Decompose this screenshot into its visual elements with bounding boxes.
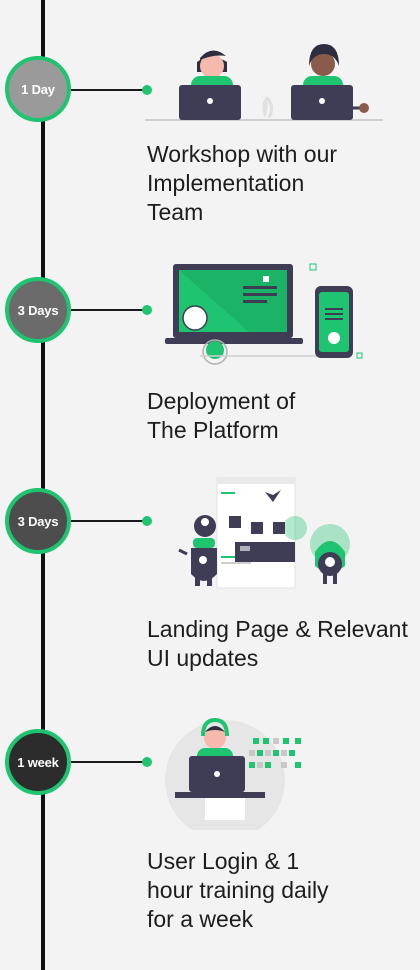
user-training-headset-icon	[165, 717, 301, 830]
connector-line	[71, 309, 147, 311]
duration-badge-4: 1 week	[5, 729, 71, 795]
connector-dot	[142, 516, 152, 526]
duration-label: 3 Days	[17, 513, 59, 529]
connector-line	[71, 761, 147, 763]
step-title: Workshop with our Implementation Team	[147, 141, 338, 225]
connector-line	[71, 520, 147, 522]
duration-badge-3: 3 Days	[5, 488, 71, 554]
connector-dot	[142, 757, 152, 767]
duration-label: 3 Days	[17, 302, 59, 318]
duration-badge-2: 3 Days	[5, 277, 71, 343]
connector-dot	[142, 305, 152, 315]
connector-line	[71, 89, 147, 91]
step-title: Landing Page & Relevant UI updates	[147, 616, 408, 671]
connector-dot	[142, 85, 152, 95]
step-title: Deployment of The Platform	[147, 388, 296, 443]
timeline-line	[41, 0, 45, 970]
workshop-people-laptops-icon	[145, 44, 383, 121]
monsters-building-webpage-icon	[178, 477, 350, 589]
duration-label: 1 Day	[21, 81, 55, 97]
duration-label: 1 week	[17, 754, 59, 770]
duration-badge-1: 1 Day	[5, 56, 71, 122]
step-title: User Login & 1 hour training daily for a…	[147, 848, 329, 932]
laptop-phone-deployment-icon	[165, 263, 363, 365]
